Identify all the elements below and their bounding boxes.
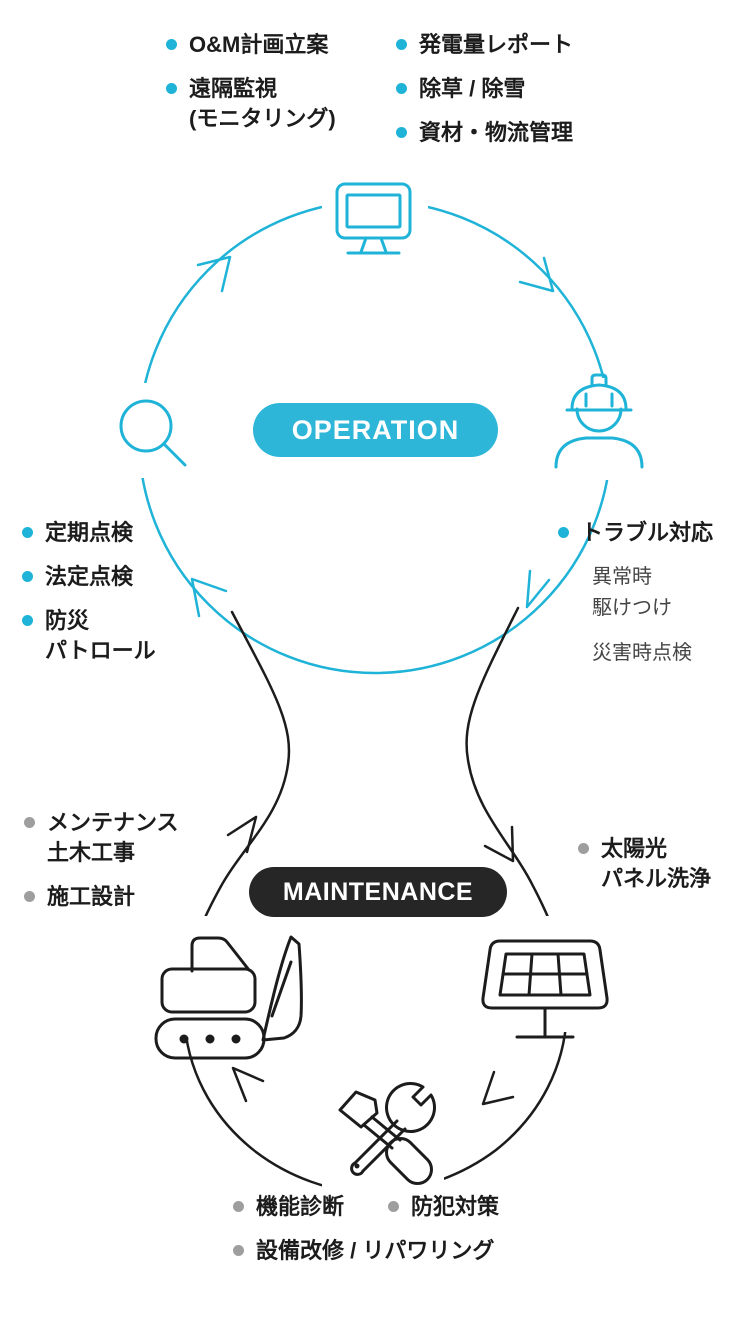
report-list: 発電量レポート 除草 / 除雪 資材・物流管理: [396, 30, 656, 162]
text-line: パネル洗浄: [601, 866, 712, 891]
bullet-icon: [166, 83, 177, 94]
bullet-icon: [22, 571, 33, 582]
om-planning-list: O&M計画立案 遠隔監視 (モニタリング): [166, 30, 386, 148]
text-line: 発電量レポート: [419, 32, 574, 57]
text-line: 設備改修 / リパワリング: [256, 1238, 495, 1263]
list-item: 資材・物流管理: [396, 118, 656, 148]
text-line: O&M計画立案: [189, 32, 329, 57]
text-line: 遠隔監視: [189, 76, 278, 101]
icon-masks: [103, 172, 653, 1198]
list-item: 設備改修 / リパワリング: [233, 1236, 494, 1266]
list-item: O&M計画立案: [166, 30, 386, 60]
text-line: (モニタリング): [189, 106, 336, 131]
trouble-section: トラブル対応 異常時 駆けつけ 災害時点検: [558, 518, 738, 669]
text-line: 施工設計: [47, 884, 136, 909]
list-item: トラブル対応: [558, 518, 738, 548]
list-item: 遠隔監視 (モニタリング): [166, 74, 386, 134]
operation-pill: OPERATION: [253, 403, 498, 457]
magnifier-icon: [119, 399, 187, 467]
list-item: 機能診断: [233, 1192, 344, 1222]
monitor-icon: [335, 182, 412, 255]
text-line: 定期点検: [45, 520, 134, 545]
bullet-icon: [388, 1201, 400, 1212]
text-line: メンテナンス: [47, 810, 179, 835]
text-line: 太陽光: [601, 836, 668, 861]
maintenance-left-list: メンテナンス 土木工事 施工設計: [24, 808, 244, 926]
bullet-icon: [24, 817, 35, 828]
text-line: 機能診断: [256, 1194, 345, 1219]
list-item: 防犯対策: [388, 1192, 499, 1222]
solar-panel-icon: [481, 939, 609, 1039]
operation-cycle-arrows: [190, 255, 555, 618]
bullet-icon: [558, 527, 569, 538]
bullet-icon: [396, 39, 407, 50]
bottom-row: 設備改修 / リパワリング: [233, 1236, 563, 1266]
bullet-icon: [233, 1201, 244, 1212]
list-item: 法定点検: [22, 562, 232, 592]
trouble-sub-list: 異常時 駆けつけ 災害時点検: [592, 562, 738, 669]
list-item: 除草 / 除雪: [396, 74, 656, 104]
bullet-icon: [233, 1245, 244, 1256]
maintenance-cycle-arrows: [226, 815, 515, 1106]
list-item: 定期点検: [22, 518, 232, 548]
bullet-icon: [24, 891, 35, 902]
bottom-function-list: 機能診断 防犯対策 設備改修 / リパワリング: [233, 1192, 563, 1266]
bullet-icon: [396, 127, 407, 138]
text-line: 異常時: [592, 566, 652, 588]
worker-helmet-icon: [554, 373, 644, 469]
text-line: 資材・物流管理: [419, 120, 574, 145]
wrench-screwdriver-icon: [338, 1082, 436, 1185]
inspection-list: 定期点検 法定点検 防災 パトロール: [22, 518, 232, 680]
list-item: 施工設計: [24, 882, 244, 912]
bullet-icon: [578, 843, 589, 854]
text-line: 防犯対策: [411, 1194, 500, 1219]
bullet-icon: [22, 615, 33, 626]
text-line: 防災: [45, 608, 90, 633]
list-item: メンテナンス 土木工事: [24, 808, 244, 868]
text-line: 駆けつけ: [592, 597, 672, 619]
panel-cleaning-item: 太陽光 パネル洗浄: [578, 834, 738, 908]
text-line: トラブル対応: [581, 520, 714, 545]
excavator-icon: [154, 935, 303, 1060]
text-line: 土木工事: [47, 840, 136, 865]
bullet-icon: [166, 39, 177, 50]
list-item: 発電量レポート: [396, 30, 656, 60]
list-item: 太陽光 パネル洗浄: [578, 834, 738, 894]
text-line: 除草 / 除雪: [419, 76, 526, 101]
text-line: パトロール: [45, 638, 156, 663]
maintenance-pill: MAINTENANCE: [249, 867, 507, 917]
list-item: 防災 パトロール: [22, 606, 232, 666]
text-line: 災害時点検: [592, 642, 692, 664]
bullet-icon: [22, 527, 33, 538]
bullet-icon: [396, 83, 407, 94]
text-line: 法定点検: [45, 564, 134, 589]
bottom-row: 機能診断 防犯対策: [233, 1192, 563, 1222]
